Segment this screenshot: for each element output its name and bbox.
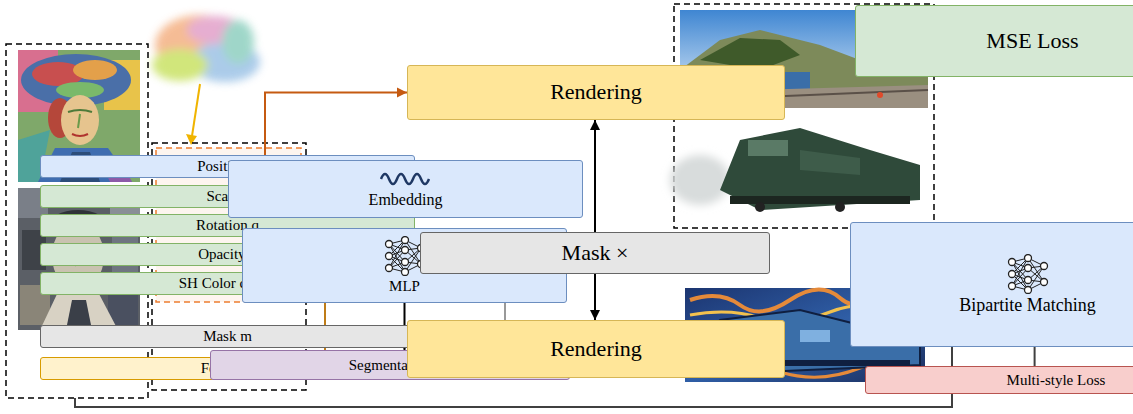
process-box: Rendering	[407, 65, 785, 120]
gaussian-blob	[152, 49, 208, 81]
stylized-render	[800, 330, 830, 342]
connector	[590, 274, 600, 320]
net-icon	[1006, 254, 1050, 294]
rendered-object	[720, 128, 920, 210]
node-label: Mask ×	[562, 241, 629, 265]
rendered-object	[670, 113, 928, 221]
arrow-head	[397, 88, 407, 98]
node-label: Embedding	[369, 191, 443, 209]
style-painting-1	[72, 134, 88, 136]
arrow-head	[590, 310, 600, 320]
process-box: Embedding	[228, 160, 583, 218]
style-to-matching-link	[75, 318, 966, 407]
style-painting-1	[78, 114, 80, 128]
rendered-object	[670, 155, 730, 205]
connector	[1034, 347, 1035, 366]
gaussian-blob	[222, 20, 254, 64]
blob-arrow	[192, 84, 200, 136]
wave-icon	[379, 169, 433, 189]
node-label: MSE Loss	[986, 29, 1078, 53]
connector-line	[265, 93, 407, 156]
process-box: Bipartite Matching	[850, 222, 1133, 347]
rendered-object	[730, 196, 910, 204]
node-label: MLP	[389, 278, 420, 295]
style-painting-1	[73, 60, 117, 80]
gaussian-blob	[152, 15, 260, 82]
process-box: Mask ×	[420, 232, 770, 274]
node-label: Rendering	[550, 80, 642, 104]
rendered-object	[748, 140, 788, 156]
style-painting-1	[68, 110, 92, 112]
connector-line	[1034, 347, 1036, 366]
node-label: SH Color c	[179, 275, 247, 292]
loss-box: MSE Loss	[855, 5, 1133, 77]
connector-line	[594, 120, 596, 232]
connector	[590, 120, 600, 232]
attribute-box: Mask m	[40, 325, 415, 348]
node-label: Mask m	[203, 328, 252, 345]
rendered-object	[800, 150, 860, 175]
node-label: Multi-style Loss	[1007, 372, 1106, 389]
blob-arrow	[186, 84, 200, 145]
connector	[265, 88, 407, 156]
process-box: Rendering	[407, 320, 785, 378]
node-label: Bipartite Matching	[959, 296, 1095, 316]
node-label: Rendering	[550, 337, 642, 361]
rendered-scene	[877, 92, 883, 98]
arrow-head	[590, 120, 600, 130]
style-painting-1	[61, 95, 99, 145]
loss-box: Multi-style Loss	[865, 366, 1133, 394]
rendered-object	[835, 202, 845, 212]
rendered-object	[755, 202, 765, 212]
